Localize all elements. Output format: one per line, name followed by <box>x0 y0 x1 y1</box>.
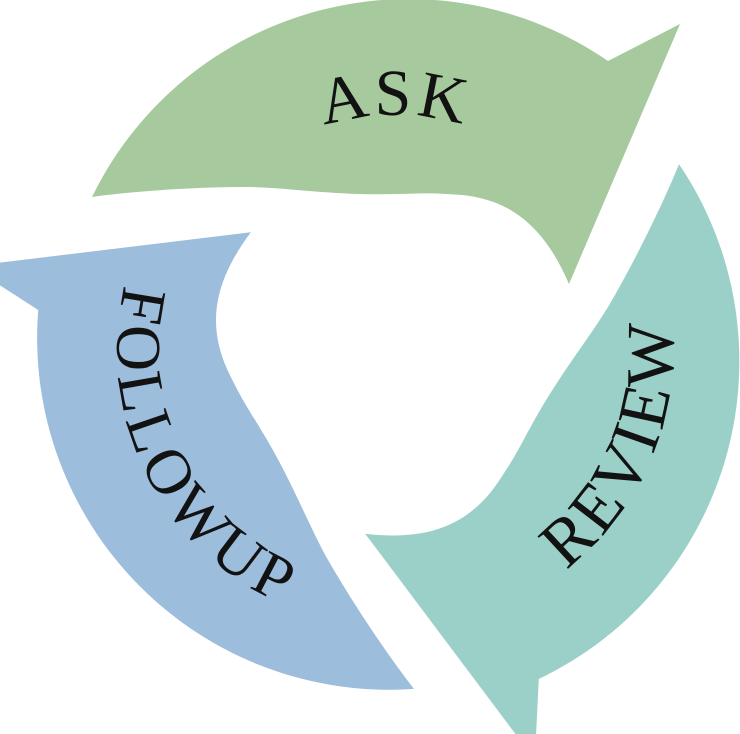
label-ask: ASK <box>312 57 477 139</box>
arrow-followup <box>0 136 490 734</box>
label-ask-text: ASK <box>312 57 473 139</box>
